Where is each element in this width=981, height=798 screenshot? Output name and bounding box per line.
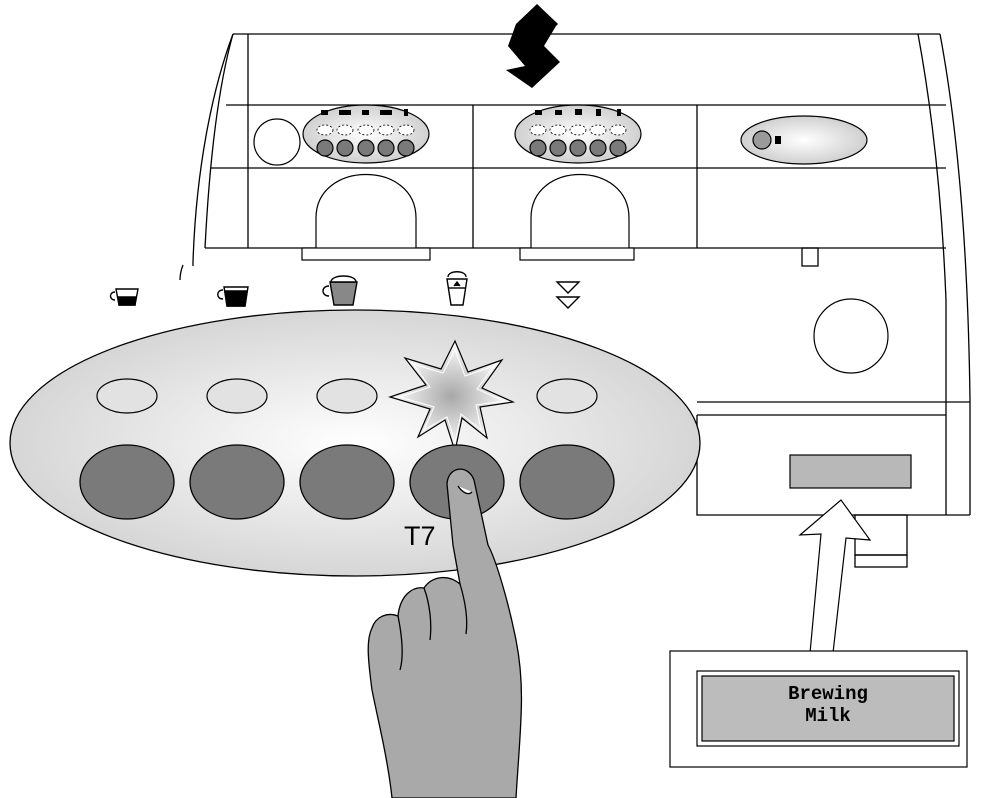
left-module-knob (253, 118, 301, 166)
machine-left-outer-edge (192, 33, 234, 263)
center-drip-tray (519, 247, 635, 261)
product-button-1[interactable] (79, 444, 175, 520)
button-icons (109, 271, 581, 309)
left-coffee-spout (315, 174, 417, 248)
control-panel-zoom (9, 309, 701, 577)
right-mini-panel (740, 115, 868, 165)
product-button-5[interactable] (519, 444, 615, 520)
display-callout-arrow (798, 499, 872, 654)
machine-display (789, 454, 912, 489)
center-coffee-spout (530, 174, 630, 248)
pressing-hand (367, 468, 523, 798)
lcd-screen (701, 675, 955, 742)
cappuccino-cup-icon (322, 275, 358, 306)
left-mini-buttons (316, 139, 415, 157)
brew-module-center (514, 104, 642, 261)
panel-buttons (79, 444, 615, 520)
indicator-light (536, 378, 598, 414)
coffee-cup-icon (217, 286, 249, 307)
machine-right-edge (917, 33, 947, 515)
lcd-line-2: Milk (805, 705, 851, 727)
button-label-t7: T7 (404, 521, 436, 551)
indicator-arrow (506, 4, 560, 88)
indicator-lights (96, 378, 598, 414)
lcd-line-1: Brewing (788, 683, 868, 705)
espresso-cup-icon (109, 288, 139, 306)
indicator-light (206, 378, 268, 414)
machine-right-outer-edge (939, 33, 971, 515)
left-drip-tray (301, 247, 431, 261)
brew-module-right (740, 115, 868, 165)
machine-left-edge (204, 33, 234, 249)
brew-module-left (253, 104, 431, 261)
steam-knob (813, 298, 889, 374)
indicator-light (316, 378, 378, 414)
indicator-light (96, 378, 158, 414)
double-arrow-down-icon (555, 281, 581, 309)
product-button-2[interactable] (189, 444, 285, 520)
milk-glass-icon (446, 271, 468, 306)
product-button-3[interactable] (299, 444, 395, 520)
